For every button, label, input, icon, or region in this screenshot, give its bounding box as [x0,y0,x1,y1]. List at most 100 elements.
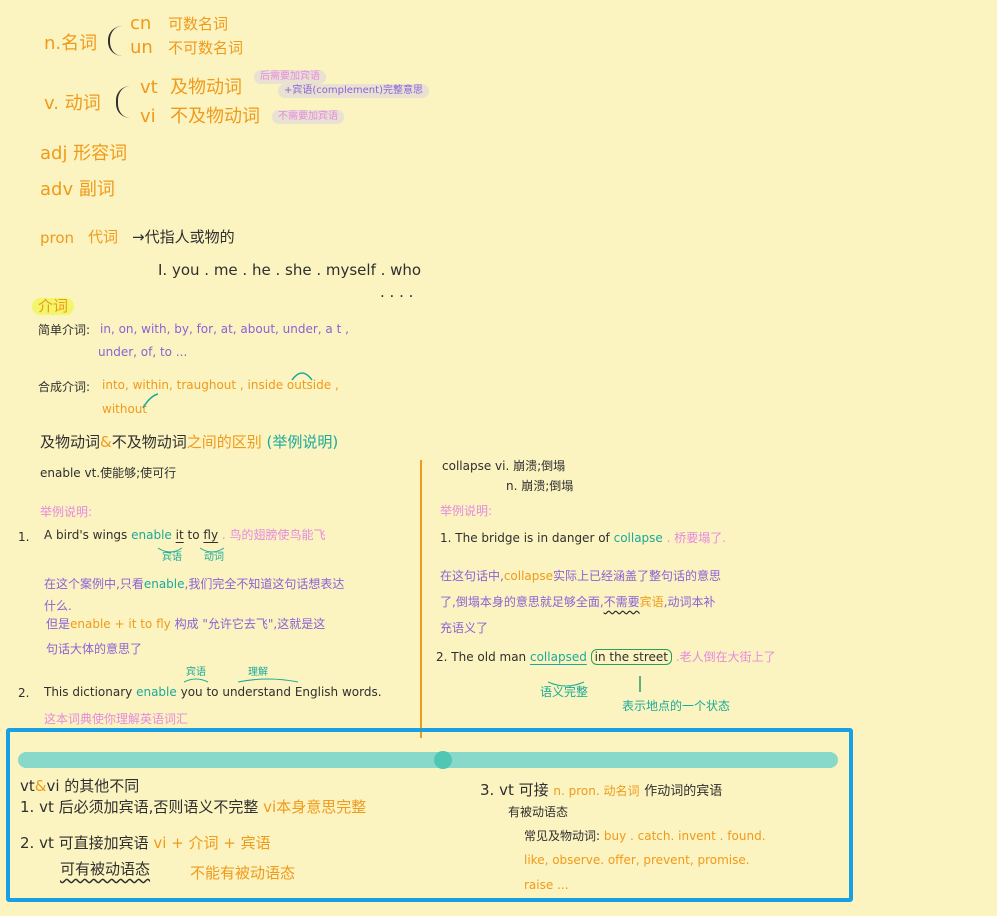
difference-amp: & [100,433,112,451]
left-ex2-num: 2. [18,686,30,700]
verb-brace [116,86,134,118]
right-ex2-note-complete: 语义完整 [540,685,589,699]
right-ex1-collapse: collapse [613,531,663,545]
vt-complement-note: +宾语(complement)完整意思 [278,84,429,98]
summary-p3-a: 3. vt 可接 [480,781,549,799]
right-para-b: 实际上已经涵盖了整句话的意思 [553,569,722,583]
summary-p3-common-label: 常见及物动词: [524,829,601,843]
noun-cn: cn [130,13,152,34]
left-ex1-to: to [187,528,200,542]
prep-simple-list-1: in, on, with, by, for, at, about, under,… [100,322,349,336]
left-para1-line2: 什么. [44,599,72,613]
left-ex2-b: you to understand English words. [180,685,382,699]
right-ex1-translation: . 桥要塌了. [666,531,727,545]
right-ex1-sentence: 1. The bridge is in danger of collapse .… [440,531,727,546]
swap-arrow-icon [291,372,313,381]
left-ex2-und-note: 理解 [248,667,268,678]
right-para-line2: 了,倒塌本身的意思就足够全面,不需要宾语,动词本补 [440,595,716,610]
summary-p3-list-1: buy . catch. invent . found. [603,829,766,843]
pron-desc: →代指人或物的 [132,228,235,246]
vt-note: 后需要加宾语 [254,70,326,84]
left-ex1-obj-note: 宾语 [162,552,182,563]
right-para-line1: 在这句话中,collapse实际上已经涵盖了整句话的意思 [440,569,722,584]
noun-cn-def: 可数名词 [168,15,229,33]
summary-title-amp: & [34,777,47,795]
right-example-title: 举例说明: [440,504,493,518]
left-ex1-subject: A bird's wings [44,528,128,542]
left-ex1-fly: fly [203,528,219,542]
brace-fly-icon [199,547,225,553]
left-para2-b: 构成 "允许它去飞",这就是这 [174,617,326,631]
summary-p3-b: n. pron. 动名词 [553,784,640,798]
adj-label: adj 形容词 [40,143,128,164]
prep-compound-label: 合成介词: [38,380,91,394]
left-ex1-sentence: A bird's wings enable it to fly . 鸟的翅膀使鸟… [44,528,326,543]
right-para-no-need: 不需要 [603,595,640,609]
left-ex2-sentence: This dictionary enable you to understand… [44,685,382,700]
verb-vt-def: 及物动词 [170,77,242,98]
summary-p1-b: vi本身意思完整 [263,798,367,816]
summary-p3-passive: 有被动语态 [508,805,569,819]
difference-vt: 及物动词 [40,433,101,451]
summary-p1-a: 1. vt 后必须加宾语,否则语义不完整 [20,798,259,816]
right-para-object: 宾语 [639,595,664,609]
summary-point-2: 2. vt 可直接加宾语 vi + 介词 + 宾语 [20,834,271,852]
pron-more: . . . . [380,283,414,301]
summary-title-vi: vi [46,777,60,795]
summary-divider-bar [18,752,838,768]
right-para-line3: 充语义了 [440,621,489,635]
summary-p3-common: 常见及物动词: buy . catch. invent . found. [524,829,766,844]
left-ex1-translation: . 鸟的翅膀使鸟能飞 [221,528,326,542]
brace-it-icon [157,547,183,553]
verb-label: v. 动词 [44,93,101,114]
left-ex2-translation: 这本词典使你理解英语词汇 [44,712,189,726]
right-ex2-collapsed: collapsed [529,650,587,664]
left-para1-line1: 在这个案例中,只看enable,我们完全不知道这句话想表达 [44,577,344,592]
right-ex1-a: 1. The bridge is in danger of [440,531,610,545]
difference-vi: 不及物动词 [111,433,187,451]
enable-definition: enable vt.使能够;使可行 [40,466,177,480]
adv-label: adv 副词 [40,179,115,200]
summary-p3-list-3: raise ... [524,878,569,892]
noun-un-def: 不可数名词 [168,39,244,57]
prep-simple-label: 简单介词: [38,323,91,337]
left-para2-line1: 但是enable + it to fly 构成 "允许它去飞",这就是这 [46,617,326,632]
summary-divider-dot [434,751,452,769]
prep-compound-list-1: into, within, traughout , inside outside… [102,378,339,392]
summary-title-vt: vt [20,777,35,795]
left-para2-line2: 句话大体的意思了 [46,642,143,656]
column-divider [420,460,422,738]
noun-un: un [130,37,153,58]
collapse-definition-1: collapse vi. 崩溃;倒塌 [442,459,566,473]
curved-arrow-icon [142,393,159,409]
right-ex2-sentence: 2. The old man collapsed in the street .… [436,649,776,665]
summary-point-3: 3. vt 可接 n. pron. 动名词 作动词的宾语 [480,781,723,800]
left-para1-a: 在这个案例中,只看 [44,577,144,591]
prep-title: 介词 [32,297,75,316]
pron-cn: 代词 [88,228,119,246]
summary-title: vt&vi 的其他不同 [20,777,140,795]
verb-vi-def: 不及物动词 [170,106,260,127]
collapse-definition-2: n. 崩溃;倒塌 [506,479,574,493]
left-ex1-num: 1. [18,530,30,544]
summary-p3-c: 作动词的宾语 [644,784,723,799]
vi-note: 不需要加宾语 [272,110,344,124]
left-ex2-enable: enable [136,685,177,699]
right-ex2-note-state: 表示地点的一个状态 [622,699,731,713]
difference-example: (举例说明) [266,433,339,451]
noun-brace [108,26,126,56]
left-para2-phrase: enable + it to fly [70,617,171,631]
prep-simple-list-2: under, of, to ... [98,345,188,359]
verb-vi: vi [140,106,156,127]
difference-between: 之间的区别 [186,433,262,451]
right-ex2-a: 2. The old man [436,650,527,664]
brace-understand-icon [237,678,299,683]
pron-examples: I. you . me . he . she . myself . who [158,261,422,279]
summary-title-rest: 的其他不同 [64,777,140,795]
summary-p2-a: 2. vt 可直接加宾语 [20,834,149,852]
right-ex2-street: in the street [590,649,673,665]
summary-p3-list-2: like, observe. offer, prevent, promise. [524,853,750,867]
left-ex1-enable: enable [131,528,172,542]
left-example-title: 举例说明: [40,505,93,519]
